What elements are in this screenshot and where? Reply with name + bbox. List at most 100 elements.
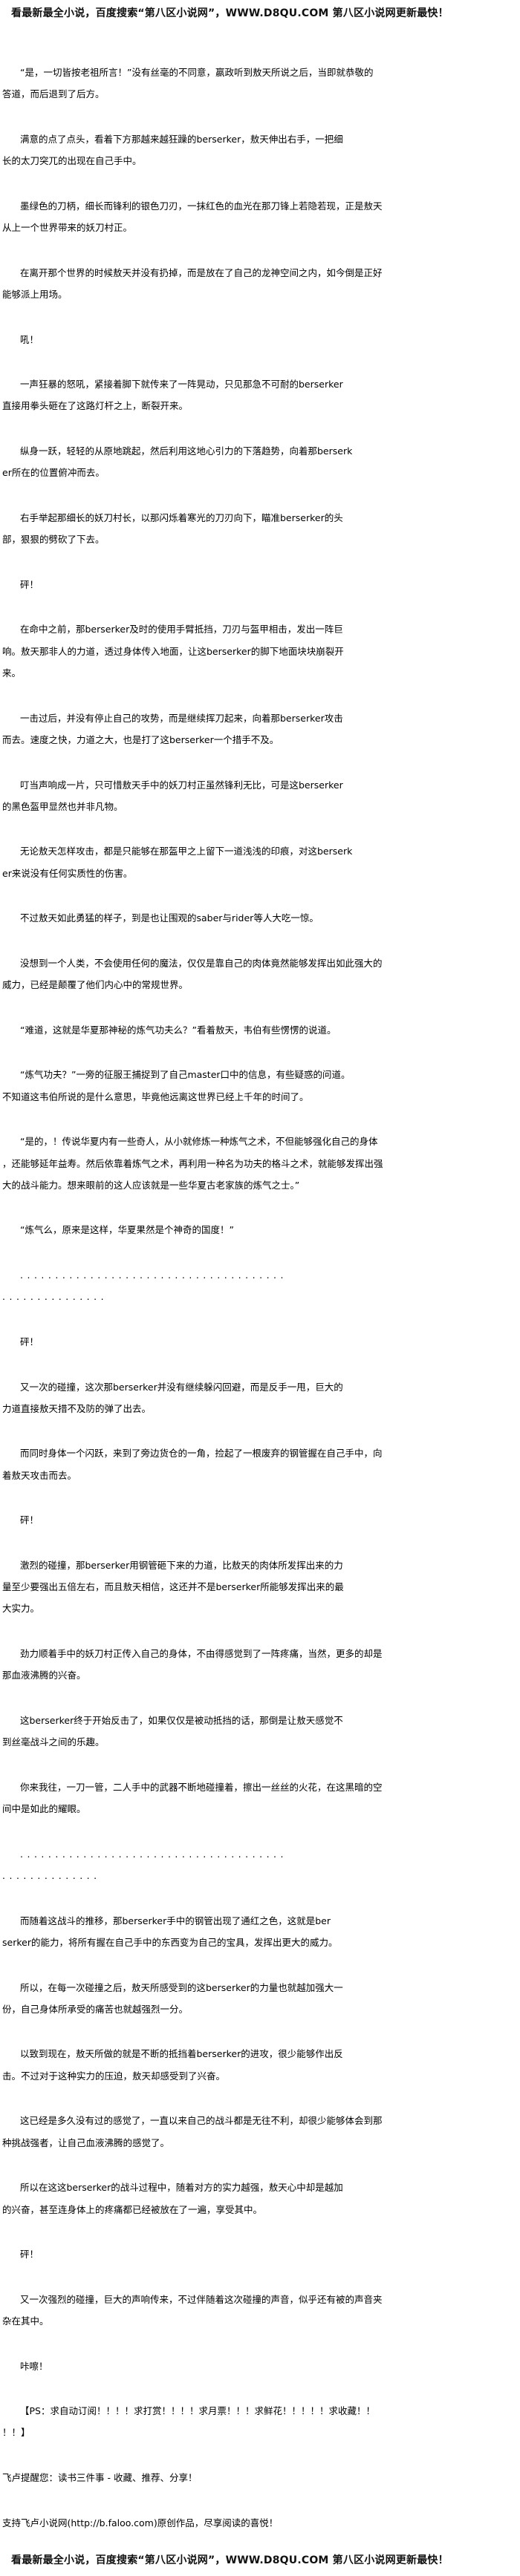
text-line: 砰！ [20,2249,39,2260]
text-line: 你来我往，一刀一管，二人手中的武器不断地碰撞着，擦出一丝丝的火花，在这黑暗的空 [20,1781,383,1793]
paragraph: ........................................… [2,1264,515,1308]
text-line: 一声狂暴的怒吼，紧接着脚下就传来了一阵晃动，只见那急不可耐的berserker [20,379,343,390]
paragraph: 咔嚓！ [2,2356,515,2377]
text-line: 长的太刀突兀的出现在自己手中。 [2,155,142,167]
text-line: 大的战斗能力。想来眼前的这人应该就是一些华夏古老家族的炼气之士。” [2,1179,300,1191]
text-line: 着敖天攻击而去。 [2,1469,77,1481]
text-line: 砰！ [20,1514,39,1526]
paragraph: 砰！ [2,574,515,595]
text-line: 劲力顺着手中的妖刀村正传入自己的身体，不由得感觉到了一阵疼痛，当然，更多的却是 [20,1648,383,1660]
text-line: .............. [2,1870,101,1882]
text-line: “炼气功夫？”一旁的征服王捕捉到了自己master口中的信息，有些疑惑的问道。 [20,1069,351,1081]
text-line: ，还能够延年益寿。然后依靠着炼气之术，再利用一种名为功夫的格斗之术，就能够发挥出… [2,1157,383,1169]
text-line: 而随着这战斗的推移，那berserker手中的钢管出现了通红之色，这就是ber [20,1915,331,1926]
paragraph: ........................................… [2,1843,515,1887]
paragraph: 你来我往，一刀一管，二人手中的武器不断地碰撞着，擦出一丝丝的火花，在这黑暗的空间… [2,1776,515,1820]
text-line: 这berserker终于开始反击了，如果仅仅是被动抵挡的话，那倒是让敖天感觉不 [20,1714,343,1726]
paragraph: 不过敖天如此勇猛的样子，到是也让围观的saber与rider等人大吃一惊。 [2,907,515,929]
text-line: 这已经是多久没有过的感觉了，一直以来自己的战斗都是无往不利，却很少能够体会到那 [20,2115,383,2127]
text-line: 而去。速度之快，力道之大，也是打了这berserker一个措手不及。 [2,733,279,745]
paragraph: 在命中之前，那berserker及时的使用手臂抵挡，刀刃与盔甲相击，发出一阵巨响… [2,618,515,684]
paragraph: 纵身一跃，轻轻的从原地跳起，然后利用这地心引力的下落趋势，向着那berserk e… [2,440,515,484]
text-line: 答道，而后退到了后方。 [2,88,105,100]
paragraph: 飞卢提醒您：读书三件事 - 收藏、推荐、分享！ [2,2467,515,2488]
text-line: 又一次的碰撞，这次那berserker并没有继续躲闪回避，而是反手一甩，巨大的 [20,1381,343,1393]
paragraph: 又一次的碰撞，这次那berserker并没有继续躲闪回避，而是反手一甩，巨大的力… [2,1376,515,1420]
text-line: 而同时身体一个闪跃，来到了旁边货仓的一角，捡起了一根废弃的钢管握在自己手中，向 [20,1448,383,1459]
paragraph: “是，一切皆按老祖所言！”没有丝毫的不同意，嬴政听到敖天所说之后，当即就恭敬的答… [2,62,515,105]
text-line: 在命中之前，那berserker及时的使用手臂抵挡，刀刃与盔甲相击，发出一阵巨 [20,624,343,635]
text-line: “炼气么，原来是这样，华夏果然是个神奇的国度！” [20,1224,234,1236]
paragraph: 劲力顺着手中的妖刀村正传入自己的身体，不由得感觉到了一阵疼痛，当然，更多的却是那… [2,1643,515,1687]
text-line: 响。敖天那非人的力道，透过身体传入地面，让这berserker的脚下地面块块崩裂… [2,645,344,657]
text-line: ............... [2,1291,108,1303]
paragraph: 所以，在每一次碰撞之后，敖天所感受到的这berserker的力量也就越加强大一份… [2,1977,515,2021]
text-line: 砰！ [20,578,39,590]
paragraph: 墨绿色的刀柄，细长而锋利的银色刀刃，一抹红色的血光在那刀锋上若隐若现，正是敖天从… [2,195,515,239]
paragraph: “难道，这就是华夏那神秘的炼气功夫么？”看着敖天，韦伯有些愣愣的说道。 [2,1019,515,1041]
paragraph: 在离开那个世界的时候敖天并没有扔掉，而是放在了自己的龙神空间之内，如今倒是正好能… [2,262,515,306]
text-line: 间中是如此的耀眼。 [2,1803,86,1815]
paragraph: 而同时身体一个闪跃，来到了旁边货仓的一角，捡起了一根废弃的钢管握在自己手中，向着… [2,1442,515,1486]
text-line: 支持飞卢小说网(http://b.faloo.com)原创作品，尽享阅读的喜悦！ [2,2517,279,2528]
text-line: ...................................... [20,1848,287,1860]
paragraph: 又一次强烈的碰撞，巨大的声响传来，不过伴随着这次碰撞的声音，似乎还有被的声音夹杂… [2,2289,515,2333]
paragraph: 砰！ [2,2243,515,2265]
text-line: 叮当声响成一片，只可惜敖天手中的妖刀村正虽然锋利无比，可是这berserker [20,779,343,791]
text-line: 【PS：求自动订阅！！！！求打赏！！！！求月票！！！求鲜花！！！！！求收藏！！ [20,2405,375,2417]
paragraph: 一声狂暴的怒吼，紧接着脚下就传来了一阵晃动，只见那急不可耐的berserker 直… [2,373,515,417]
paragraph: 这已经是多久没有过的感觉了，一直以来自己的战斗都是无往不利，却很少能够体会到那种… [2,2110,515,2154]
text-line: 部，狠狠的劈砍了下去。 [2,534,105,546]
paragraph: 激烈的碰撞，那berserker用钢管砸下来的力道，比敖天的肉体所发挥出来的力量… [2,1555,515,1620]
text-line: 墨绿色的刀柄，细长而锋利的银色刀刃，一抹红色的血光在那刀锋上若隐若现，正是敖天 [20,200,383,212]
paragraph: 砰！ [2,1509,515,1531]
text-line: ...................................... [20,1269,287,1281]
site-banner-top: 看最新最全小说，百度搜索“第八区小说网”，WWW.D8QU.COM 第八区小说网… [11,7,449,19]
text-line: 从上一个世界带来的妖刀村正。 [2,222,133,234]
paragraph: 右手举起那细长的妖刀村长，以那闪烁着寒光的刀刃向下，瞄准berserker的头部… [2,507,515,551]
text-line: 又一次强烈的碰撞，巨大的声响传来，不过伴随着这次碰撞的声音，似乎还有被的声音夹 [20,2293,383,2305]
paragraph: 叮当声响成一片，只可惜敖天手中的妖刀村正虽然锋利无比，可是这berserker 的… [2,774,515,818]
text-line: 一击过后，并没有停止自己的攻势，而是继续挥刀起来，向着那berserker攻击 [20,712,343,724]
text-line: 飞卢提醒您：读书三件事 - 收藏、推荐、分享！ [2,2472,198,2484]
paragraph: 所以在这这berserker的战斗过程中，随着对方的实力越强，敖天心中却是越加的… [2,2177,515,2220]
paragraph: 一击过后，并没有停止自己的攻势，而是继续挥刀起来，向着那berserker攻击而… [2,707,515,751]
text-line: 到丝毫战斗之间的乐趣。 [2,1736,105,1748]
paragraph: “是的，！传说华夏内有一些奇人，从小就修炼一种炼气之术，不但能够强化自己的身体 ，… [2,1131,515,1196]
text-line: 满意的点了点头，看着下方那越来越狂躁的berserker，敖天伸出右手，一把细 [20,133,343,145]
text-line: “难道，这就是华夏那神秘的炼气功夫么？”看着敖天，韦伯有些愣愣的说道。 [20,1024,337,1036]
paragraph: 【PS：求自动订阅！！！！求打赏！！！！求月票！！！求鲜花！！！！！求收藏！！ ！… [2,2400,515,2444]
text-line: er所在的位置俯冲而去。 [2,467,105,479]
text-line: 没想到一个人类，不会使用任何的魔法，仅仅是靠自己的肉体竟然能够发挥出如此强大的 [20,957,383,969]
text-line: 不知道这韦伯所说的是什么意思，毕竟他远离这世界已经上千年的时间了。 [2,1091,309,1102]
text-line: 大实力。 [2,1603,40,1615]
paragraph: 这berserker终于开始反击了，如果仅仅是被动抵挡的话，那倒是让敖天感觉不到… [2,1710,515,1753]
text-line: 咔嚓！ [20,2360,48,2372]
text-line: serker的能力，将所有握在自己手中的东西变为自己的宝具，发挥出更大的威力。 [2,1936,338,1948]
paragraph: 以致到现在，敖天所做的就是不断的抵挡着berserker的进攻，很少能够作出反击… [2,2043,515,2087]
text-line: 直接用拳头砸在了这路灯杆之上，断裂开来。 [2,400,189,412]
text-line: 所以在这这berserker的战斗过程中，随着对方的实力越强，敖天心中却是越加 [20,2182,343,2194]
text-line: 那血液沸腾的兴奋。 [2,1670,86,1681]
text-line: ！！】 [2,2427,30,2439]
text-line: 吼！ [20,333,39,345]
text-line: 威力，已经是颠覆了他们内心中的常规世界。 [2,979,189,991]
text-line: 以致到现在，敖天所做的就是不断的抵挡着berserker的进攻，很少能够作出反 [20,2048,343,2060]
text-line: 来。 [2,667,22,679]
text-line: “是的，！传说华夏内有一些奇人，从小就修炼一种炼气之术，不但能够强化自己的身体 [20,1136,378,1148]
text-line: 种挑战强者，让自己血液沸腾的感觉了。 [2,2137,170,2148]
chapter-content: “是，一切皆按老祖所言！”没有丝毫的不同意，嬴政听到敖天所说之后，当即就恭敬的答… [2,62,515,2557]
text-line: “是，一切皆按老祖所言！”没有丝毫的不同意，嬴政听到敖天所说之后，当即就恭敬的 [20,67,374,78]
text-line: 右手举起那细长的妖刀村长，以那闪烁着寒光的刀刃向下，瞄准berserker的头 [20,511,343,523]
text-line: 的兴奋，甚至连身体上的疼痛都已经被放在了一遍，享受其中。 [2,2203,263,2215]
text-line: 的黑色盔甲显然也并非凡物。 [2,800,123,812]
text-line: er来说没有任何实质性的伤害。 [2,867,133,879]
paragraph: “炼气功夫？”一旁的征服王捕捉到了自己master口中的信息，有些疑惑的问道。不… [2,1064,515,1108]
text-line: 不过敖天如此勇猛的样子，到是也让围观的saber与rider等人大吃一惊。 [20,912,319,924]
paragraph: 没想到一个人类，不会使用任何的魔法，仅仅是靠自己的肉体竟然能够发挥出如此强大的威… [2,952,515,996]
text-line: 纵身一跃，轻轻的从原地跳起，然后利用这地心引力的下落趋势，向着那berserk [20,445,353,457]
text-line: 力道直接敖天措不及防的弹了出去。 [2,1402,152,1414]
paragraph: 满意的点了点头，看着下方那越来越狂躁的berserker，敖天伸出右手，一把细长… [2,128,515,172]
site-banner-bottom: 看最新最全小说，百度搜索“第八区小说网”，WWW.D8QU.COM 第八区小说网… [11,2554,449,2566]
